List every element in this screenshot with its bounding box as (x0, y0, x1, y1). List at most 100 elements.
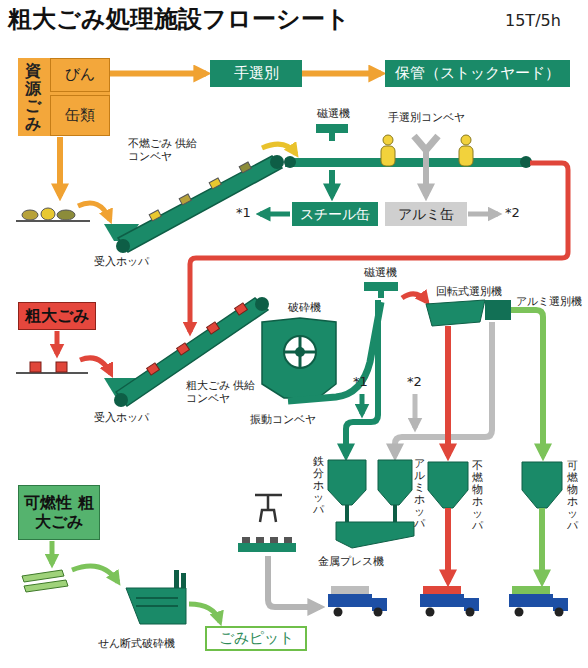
combustible-pile (22, 570, 68, 592)
aluminium-out-arrow (468, 212, 498, 217)
part-label: 振動コンベヤ (250, 414, 316, 427)
truck-symbol (426, 608, 435, 617)
steel-in-arrow (362, 394, 363, 414)
bulky-pile (16, 372, 88, 374)
pit-conveyor (270, 537, 278, 543)
magnet-symbol (329, 170, 335, 196)
flow-arrow (110, 71, 206, 77)
node-text: ごみピット (219, 630, 294, 647)
hopper-label: 可燃物ホッパ (567, 460, 578, 533)
feed-arrow (72, 566, 118, 582)
node-text: 手選別 (234, 65, 279, 82)
magnet-symbol (329, 133, 335, 141)
steel-line (346, 300, 378, 456)
shear-shredder (126, 588, 186, 624)
pit-conveyor (238, 543, 296, 552)
hopper-symbol (428, 462, 468, 508)
steel-out-arrow (260, 212, 290, 217)
callout-number: *2 (407, 375, 422, 390)
incombustible-line (448, 326, 449, 456)
incombustible-feed-conveyor (116, 155, 284, 253)
node-text: 粗大ごみ (25, 307, 89, 325)
shear-shredder (126, 570, 186, 624)
part-label: 手選別コンベヤ (388, 112, 465, 125)
bulky-feed-conveyor (147, 363, 160, 375)
incombustible-feed-conveyor (118, 156, 282, 252)
input-box: 粗大ごみ (18, 302, 96, 330)
incombustible-feed-conveyor (270, 155, 284, 169)
truck-symbol (509, 594, 553, 607)
pit-conveyor (256, 537, 264, 543)
combustible-pile (22, 570, 64, 582)
node-text: スチール缶 (300, 206, 370, 222)
hopper-symbol (328, 460, 562, 508)
crusher-symbol (262, 318, 336, 398)
part-label: 粗大ごみ 供給コンベヤ (186, 380, 264, 405)
crane-grab (255, 495, 282, 522)
worker-figure (381, 146, 395, 166)
crusher-symbol (284, 336, 316, 368)
vibrating-conveyor (288, 302, 381, 401)
magnet-symbol (364, 282, 398, 298)
truck-symbol (512, 586, 550, 594)
product-box: アルミ缶 (385, 202, 467, 226)
bulky-feed-conveyor (255, 297, 269, 311)
rotary-separator (485, 300, 511, 320)
truck-symbol (374, 608, 383, 617)
crusher-symbol (284, 336, 316, 368)
process-box: 手選別 (210, 60, 302, 87)
part-label: 受入ホッパ (94, 256, 149, 269)
bulky-down-arrow (55, 331, 60, 354)
to-separator-arrow (402, 294, 427, 302)
pit-conveyor (284, 537, 292, 543)
steel-in-arrow (360, 394, 365, 414)
truck-symbol (423, 586, 461, 594)
metal-press (347, 505, 395, 522)
incombustible-feed-conveyor (209, 178, 221, 189)
cans-down-arrow (57, 137, 63, 196)
pit-conveyor (268, 556, 320, 607)
aluminium-out-arrow (468, 214, 498, 215)
hopper-out-line (539, 508, 545, 582)
rotary-separator (426, 300, 511, 326)
pit-conveyor (242, 537, 250, 543)
part-label: 金属プレス機 (318, 556, 384, 569)
magnet-symbol (316, 124, 348, 133)
incombustible-feed-conveyor (149, 210, 161, 221)
truck-symbol (328, 594, 372, 607)
callout-number: *1 (236, 206, 251, 221)
node-text: アルミ缶 (398, 206, 454, 222)
incombustible-line (445, 326, 451, 456)
hopper-symbol (328, 460, 366, 505)
combustible-pile (24, 580, 68, 592)
incombustible-feed-conveyor (179, 194, 191, 205)
cans-down-arrow (60, 137, 61, 196)
aluminium-in-arrow (413, 394, 418, 428)
rotary-separator (426, 300, 485, 326)
node-text: 可燃性 粗大ごみ (23, 494, 95, 531)
crane-grab (255, 495, 282, 522)
resource-group: 資源ごみびん缶類 (18, 58, 110, 136)
bulky-pile (30, 362, 41, 372)
metal-press (336, 505, 414, 548)
aluminium-in-arrow (415, 394, 416, 428)
product-box: スチール缶 (292, 202, 378, 226)
bulky-feed-conveyor (177, 343, 190, 355)
part-label: 破砕機 (288, 302, 321, 315)
truck-symbol (515, 608, 524, 617)
bulky-feed-conveyor (207, 322, 220, 334)
bulky-pile (56, 362, 67, 372)
hopper-label: 鉄分ホッパ (313, 456, 324, 516)
part-label: 磁選機 (317, 108, 350, 121)
part-label: アルミ選別機 (516, 296, 582, 309)
hopper-out-line (448, 508, 542, 582)
worker-figure (459, 146, 473, 166)
callout-number: *1 (353, 375, 368, 390)
bulky-feed-conveyor (116, 298, 268, 406)
aluminium-chute (414, 136, 438, 150)
capacity-note: 15T/5h (505, 12, 561, 30)
part-label: 磁選機 (364, 267, 397, 280)
pit-conveyor (238, 537, 320, 607)
part-label: せん断式破砕機 (98, 638, 175, 651)
